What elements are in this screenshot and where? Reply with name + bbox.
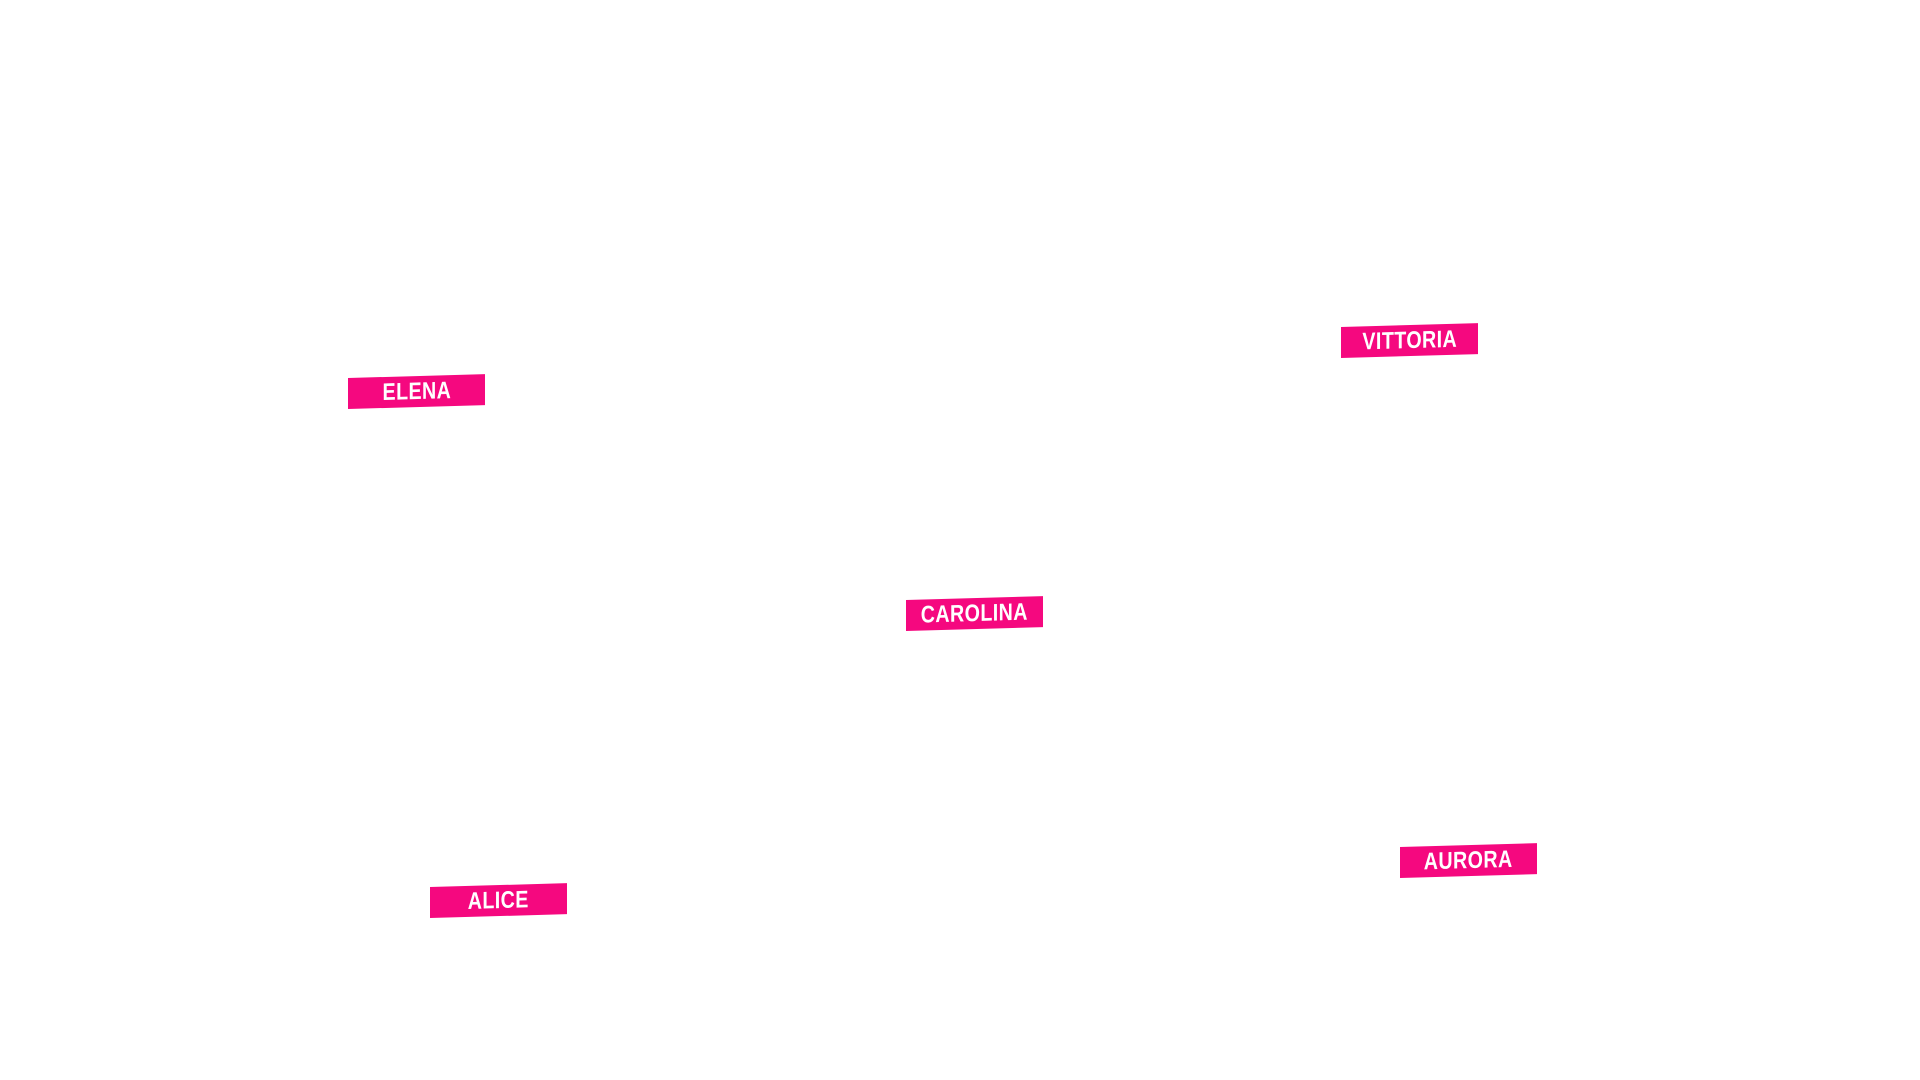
name-tag-carolina[interactable]: CAROLINA <box>906 596 1043 631</box>
name-tag-label: ALICE <box>467 885 530 915</box>
name-tag-alice[interactable]: ALICE <box>430 883 567 918</box>
name-tag-elena[interactable]: ELENA <box>348 374 485 409</box>
name-tag-label: AURORA <box>1424 845 1513 875</box>
name-tag-aurora[interactable]: AURORA <box>1400 843 1537 878</box>
name-tag-label: CAROLINA <box>920 598 1029 629</box>
name-tag-label: VITTORIA <box>1362 325 1457 355</box>
name-tag-vittoria[interactable]: VITTORIA <box>1341 323 1478 358</box>
name-tag-label: ELENA <box>382 376 451 406</box>
